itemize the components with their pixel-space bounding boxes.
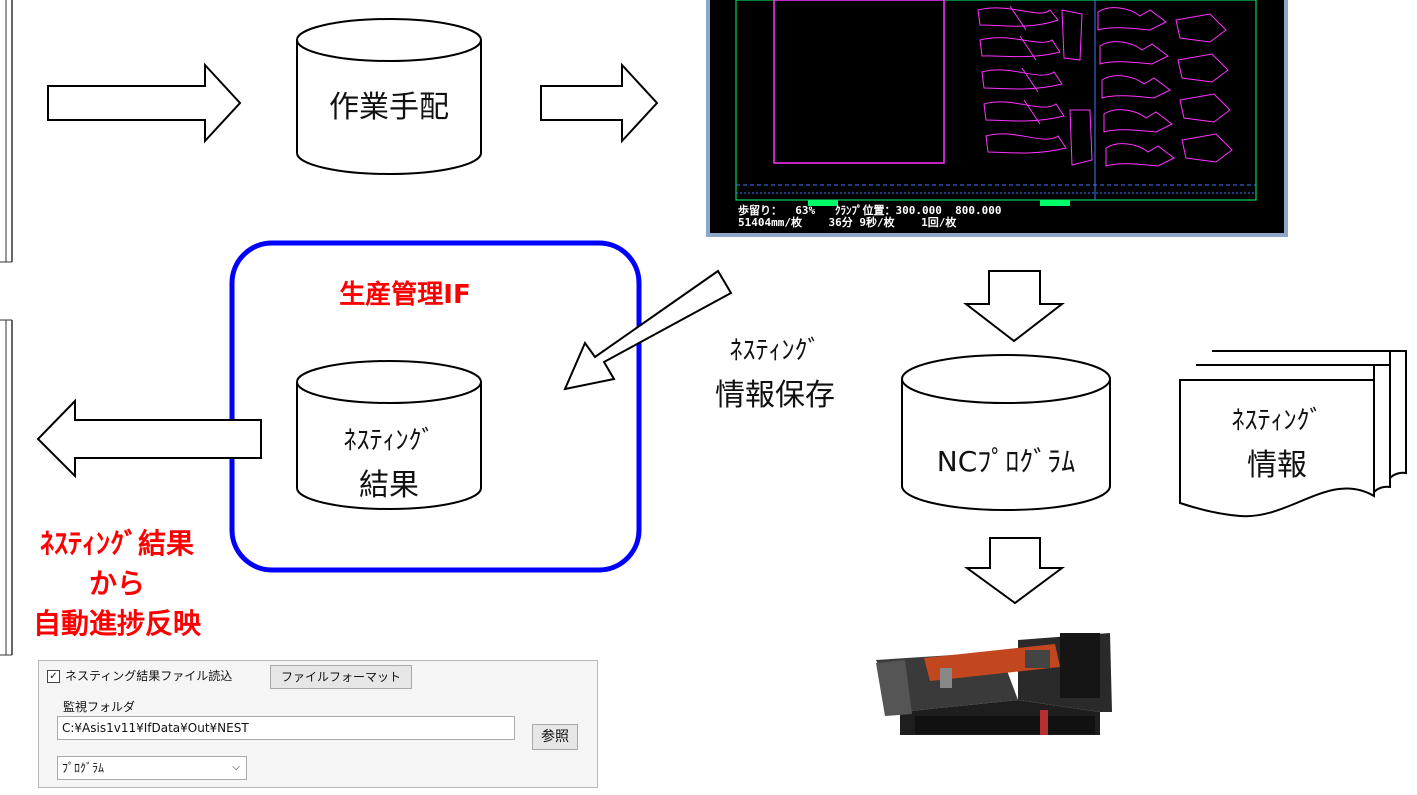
file-format-button[interactable]: ファイルフォーマット <box>270 665 412 689</box>
browse-button[interactable]: 参照 <box>532 724 578 750</box>
cad-status-line-1: 歩留り： 63% ｸﾗﾝﾌﾟ位置：300.000 800.000 <box>738 204 1002 217</box>
node-nc-program-label: NCﾌﾟﾛｸﾞﾗﾑ <box>936 445 1076 478</box>
left-edge-window-fragment <box>0 0 13 656</box>
arrow-diagonal-save <box>563 269 733 391</box>
arrow-left <box>36 398 262 479</box>
cad-status-line-2: 51404mm/枚 36分 9秒/枚 1回/枚 <box>738 216 957 229</box>
document-stack-nesting-joho <box>1179 350 1407 518</box>
laser-machine-illustration <box>876 633 1112 735</box>
nesting-settings-panel: ✓ ネスティング結果ファイル読込 ファイルフォーマット 監視フォルダ C:¥As… <box>38 660 598 788</box>
hozon-label-1: ﾈｽﾃｨﾝｸﾞ <box>729 336 821 366</box>
program-select-value: ﾌﾟﾛｸﾞﾗﾑ <box>62 761 105 775</box>
arrow-right-2 <box>540 62 659 144</box>
seisan-kanri-if-box <box>229 240 642 573</box>
cylinder-nc-program <box>901 354 1111 511</box>
node-nesting-joho-label-1: ﾈｽﾃｨﾝｸﾞ <box>1231 406 1323 436</box>
cad-drawing <box>735 0 1257 206</box>
chevron-down-icon: ⌵ <box>232 762 240 773</box>
arrow-down-2 <box>963 537 1066 605</box>
seisan-kanri-if-title: 生産管理IF <box>339 280 471 310</box>
nesting-read-checkbox[interactable]: ✓ <box>47 670 60 683</box>
arrow-down-1 <box>963 270 1065 343</box>
auto-progress-line-1: ﾈｽﾃｨﾝｸﾞ結果 <box>39 527 194 560</box>
auto-progress-line-3: 自動進捗反映 <box>32 607 201 640</box>
node-sagyo-tehai-label: 作業手配 <box>329 90 449 125</box>
node-nesting-kekka-label-2: 結果 <box>359 468 419 503</box>
arrow-right-1 <box>47 62 242 144</box>
cad-nesting-screen: 歩留り： 63% ｸﾗﾝﾌﾟ位置：300.000 800.000 51404mm… <box>706 0 1288 237</box>
cylinder-sagyo-tehai <box>296 18 482 175</box>
auto-progress-label: ﾈｽﾃｨﾝｸﾞ結果 から 自動進捗反映 <box>4 524 230 644</box>
program-select[interactable]: ﾌﾟﾛｸﾞﾗﾑ ⌵ <box>57 756 247 780</box>
auto-progress-line-2: から <box>88 567 145 600</box>
watch-folder-label: 監視フォルダ <box>63 700 136 714</box>
cad-status-text: 歩留り： 63% ｸﾗﾝﾌﾟ位置：300.000 800.000 51404mm… <box>738 205 1001 229</box>
cad-nested-parts <box>977 5 1233 167</box>
hozon-label-2: 情報保存 <box>715 378 835 413</box>
nesting-read-checkbox-label: ネスティング結果ファイル読込 <box>65 669 233 683</box>
watch-folder-input[interactable]: C:¥Asis1v11¥IfData¥Out¥NEST <box>57 716 515 740</box>
node-nesting-kekka-label-1: ﾈｽﾃｨﾝｸﾞ <box>343 426 435 456</box>
cylinder-nesting-kekka <box>296 360 482 510</box>
node-nesting-joho-label-2: 情報 <box>1247 448 1307 483</box>
